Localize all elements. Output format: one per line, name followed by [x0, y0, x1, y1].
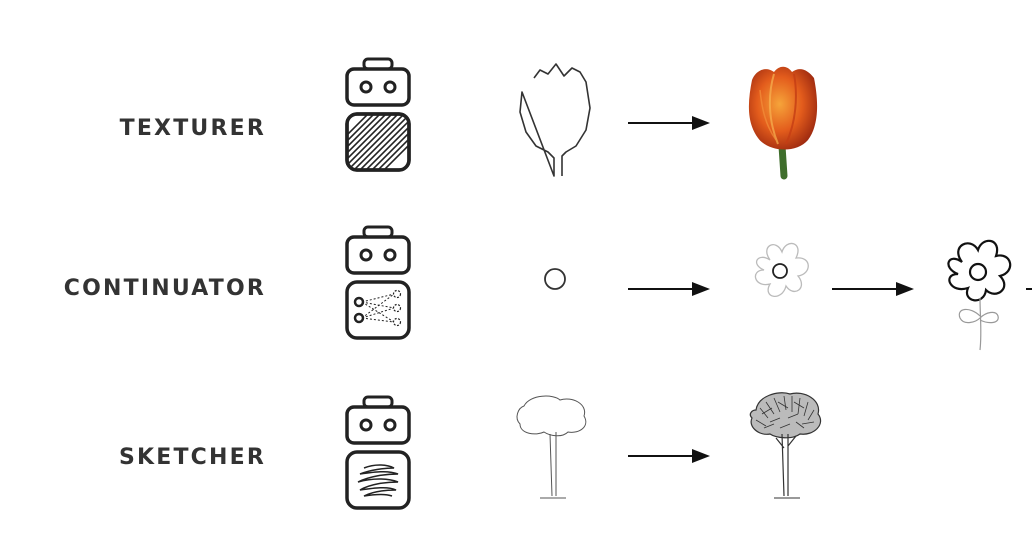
continuator-label: CONTINUATOR [63, 276, 266, 301]
tulip-photo [748, 66, 818, 180]
sketcher-label: SKETCHER [118, 445, 266, 470]
texturer-row: TEXTURER [0, 0, 1032, 180]
detailed-tree-sketch [749, 392, 822, 499]
texturer-label: TEXTURER [119, 116, 266, 141]
tulip-sketch [519, 63, 591, 177]
texture-hatch-robot-icon [345, 57, 411, 172]
neural-network-robot-icon [345, 225, 411, 340]
completed-flower-sketch [947, 239, 1012, 351]
scribble-robot-icon [345, 395, 411, 510]
arrow-right-icon [1026, 288, 1032, 290]
arrow-right-icon [628, 282, 710, 296]
arrow-right-icon [628, 116, 710, 130]
circle-sketch [544, 268, 566, 290]
sketcher-row: SKETCHER [0, 0, 1032, 510]
tree-outline-sketch [516, 395, 587, 499]
arrow-right-icon [832, 282, 914, 296]
continuator-row: CONTINUATOR [0, 0, 1032, 351]
arrow-right-icon [628, 449, 710, 463]
partial-flower-sketch [754, 242, 809, 297]
